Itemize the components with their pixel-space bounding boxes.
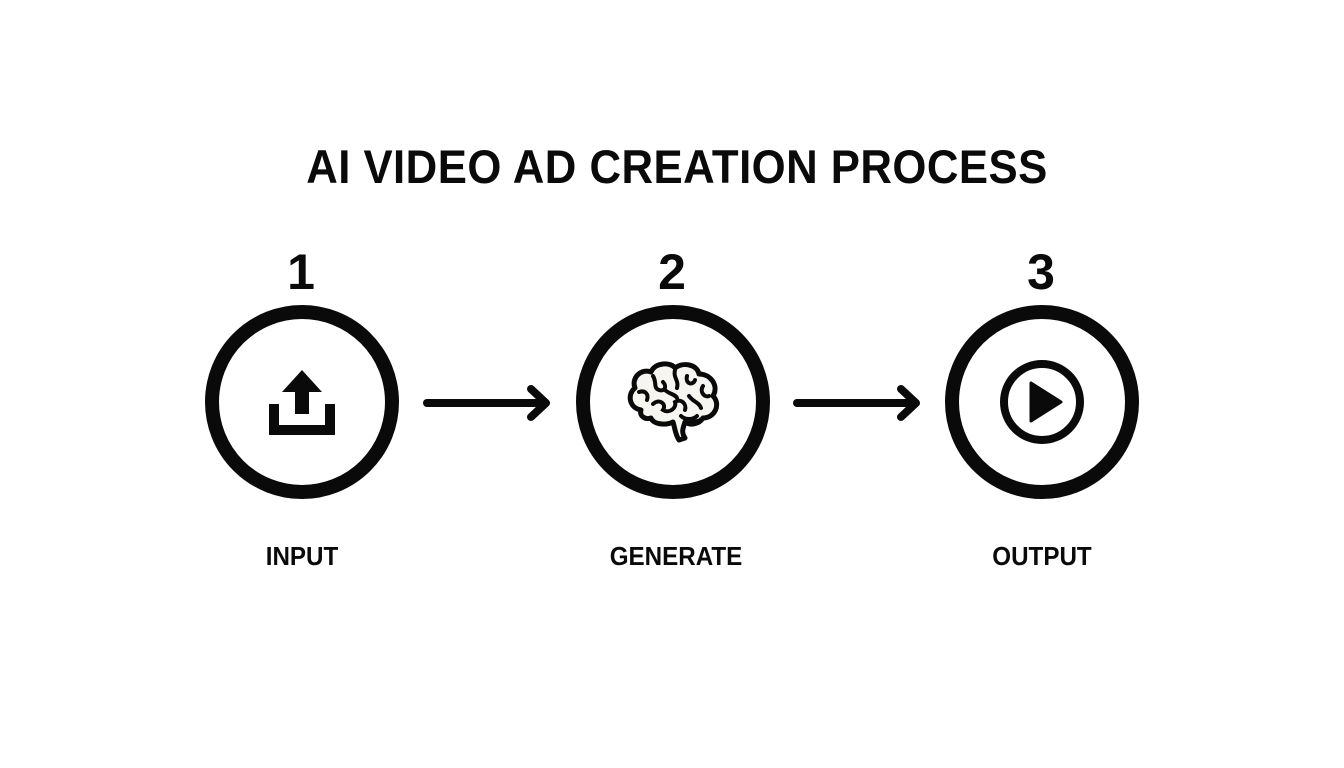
play-circle-icon (997, 357, 1087, 447)
step-circle-generate (576, 305, 770, 499)
step-circle-input (205, 305, 399, 499)
diagram-title: AI VIDEO AD CREATION PROCESS (306, 140, 1048, 193)
step-circle-output (945, 305, 1139, 499)
step-number-3: 3 (1027, 244, 1055, 300)
upload-icon (262, 362, 342, 442)
brain-icon (623, 360, 723, 444)
step-label-generate: GENERATE (609, 541, 743, 571)
step-number-2: 2 (658, 244, 686, 300)
step-number-1: 1 (287, 244, 315, 300)
step-label-input: INPUT (265, 541, 339, 571)
arrow-right-icon (420, 380, 554, 426)
arrow-right-icon (790, 380, 924, 426)
step-label-output: OUTPUT (992, 541, 1092, 571)
